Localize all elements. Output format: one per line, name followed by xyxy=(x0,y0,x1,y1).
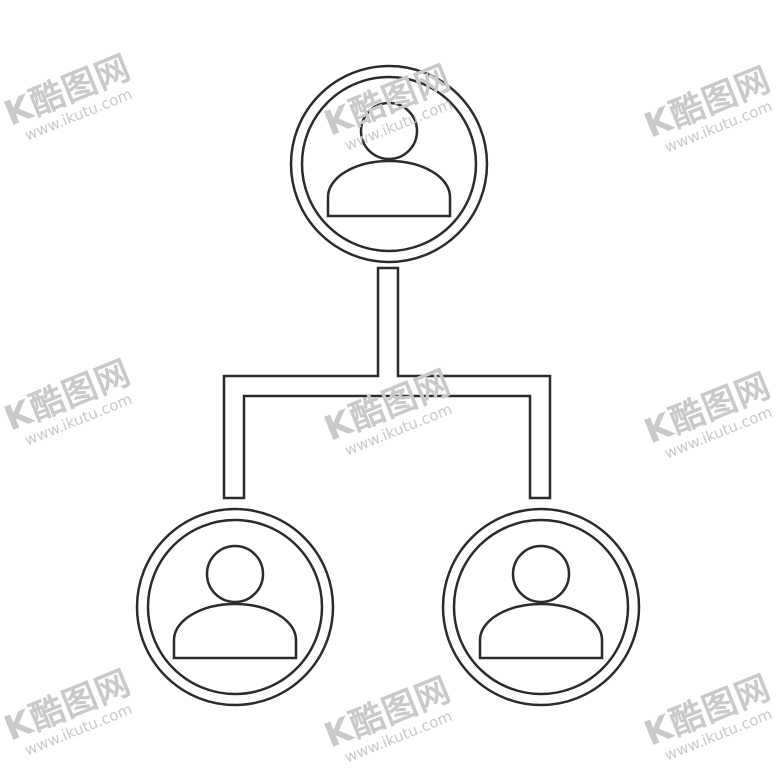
person-icon xyxy=(326,101,452,218)
root-person-node xyxy=(289,64,489,264)
connector-outline xyxy=(222,266,552,500)
person-icon xyxy=(478,544,604,660)
child-right-person-node xyxy=(441,507,641,707)
child-left-person-node xyxy=(135,507,335,707)
person-icon xyxy=(172,544,298,660)
